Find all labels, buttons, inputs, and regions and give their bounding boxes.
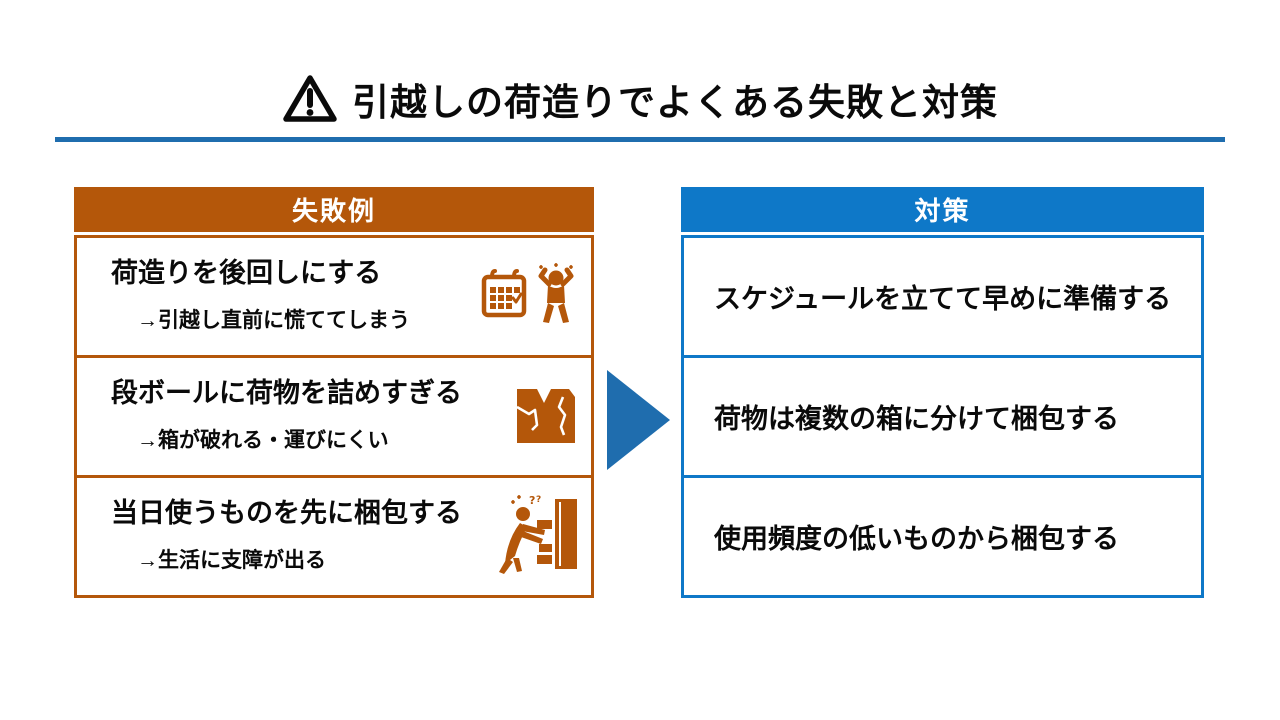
- failure-row-pack-essentials: 当日使うものを先に梱包する →生活に支障が出る: [74, 475, 594, 598]
- countermeasure-row-low-frequency-first: 使用頻度の低いものから梱包する: [681, 475, 1204, 598]
- warning-triangle-icon: [282, 74, 338, 124]
- failure-main-text: 当日使うものを先に梱包する: [111, 497, 462, 528]
- countermeasure-row-schedule: スケジュールを立てて早めに準備する: [681, 235, 1204, 358]
- svg-text:?: ?: [529, 494, 535, 507]
- failure-row-overpack: 段ボールに荷物を詰めすぎる →箱が破れる・運びにくい: [74, 355, 594, 478]
- failure-sub-text: →箱が破れる・運びにくい: [137, 429, 389, 453]
- searching-person-icon: ? ?: [493, 494, 579, 579]
- failure-table-header: 失敗例: [74, 187, 594, 232]
- countermeasure-text: 使用頻度の低いものから梱包する: [714, 524, 1119, 554]
- broken-box-icon: [513, 383, 579, 450]
- failure-main-text: 荷造りを後回しにする: [111, 257, 382, 288]
- svg-text:?: ?: [536, 495, 541, 505]
- page-title-row: 引越しの荷造りでよくある失敗と対策: [0, 70, 1280, 128]
- countermeasure-table-header: 対策: [681, 187, 1204, 232]
- countermeasure-text: 荷物は複数の箱に分けて梱包する: [714, 404, 1119, 434]
- failure-sub-text: →引越し直前に慌ててしまう: [137, 309, 410, 333]
- calendar-icon: [481, 269, 527, 324]
- page-title: 引越しの荷造りでよくある失敗と対策: [352, 82, 998, 123]
- failure-table: 失敗例 荷造りを後回しにする →引越し直前に慌ててしまう: [74, 187, 594, 598]
- failure-main-text: 段ボールに荷物を詰めすぎる: [111, 377, 462, 408]
- failure-row-procrastinate: 荷造りを後回しにする →引越し直前に慌ててしまう: [74, 235, 594, 358]
- countermeasure-table: 対策 スケジュールを立てて早めに準備する 荷物は複数の箱に分けて梱包する 使用頻…: [681, 187, 1204, 598]
- countermeasure-row-split-boxes: 荷物は複数の箱に分けて梱包する: [681, 355, 1204, 478]
- countermeasure-text: スケジュールを立てて早めに準備する: [714, 284, 1172, 314]
- failure-sub-text: →生活に支障が出る: [137, 549, 326, 573]
- right-arrow-icon: [607, 370, 670, 470]
- panicking-person-icon: [533, 263, 579, 330]
- title-divider-line: [55, 137, 1225, 142]
